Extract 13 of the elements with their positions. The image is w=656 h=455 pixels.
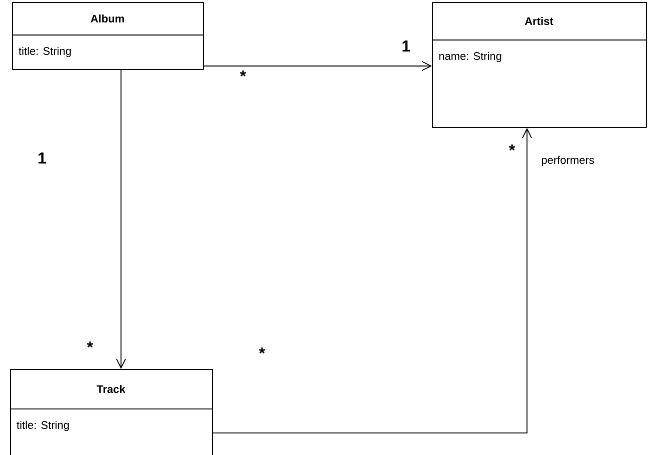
class-box: Album title: String xyxy=(12,2,204,70)
association-line xyxy=(212,128,532,434)
association-line xyxy=(116,69,126,369)
multiplicity-label: * xyxy=(240,70,246,76)
multiplicity-label: * xyxy=(258,347,266,354)
association-line xyxy=(203,61,432,71)
multiplicity-label: 1 xyxy=(38,152,46,164)
multiplicity-label: * xyxy=(86,341,94,348)
class-box: Artist name: String xyxy=(432,2,647,128)
multiplicity-label: 1 xyxy=(402,40,410,52)
class-box: Track title: String xyxy=(10,369,213,455)
role-label: performers xyxy=(542,156,594,166)
multiplicity-label: * xyxy=(508,144,516,150)
